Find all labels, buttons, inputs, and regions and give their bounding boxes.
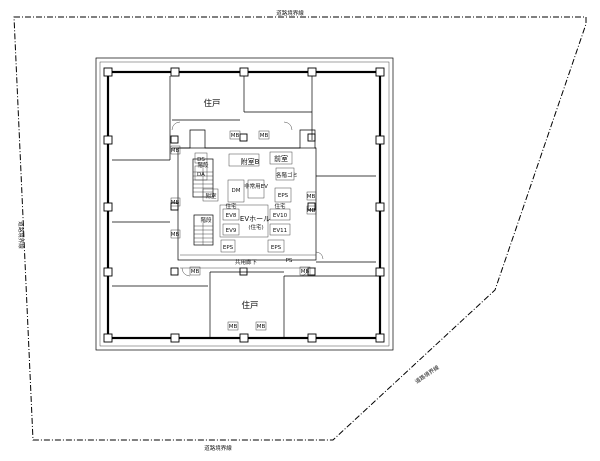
- column: [170, 135, 179, 144]
- column: [375, 267, 385, 277]
- ev-low-label: 住宅: [274, 202, 286, 210]
- boundary-label-bottom: 道路境界線: [204, 444, 232, 452]
- stair-top-label: 階段: [197, 161, 209, 169]
- meter-box-label: MB: [301, 269, 310, 275]
- garbage-room-label: 各階ゴミ: [276, 171, 298, 179]
- ds-label: DS: [197, 157, 205, 163]
- column: [375, 67, 385, 77]
- ps-label: PS: [286, 258, 293, 264]
- column: [375, 202, 385, 212]
- meter-box-label: MB: [231, 133, 240, 139]
- eps-c-label: EPS: [271, 245, 282, 251]
- eps-b-label: EPS: [223, 245, 234, 251]
- eps-a-label: EPS: [278, 193, 289, 199]
- column: [307, 133, 316, 142]
- column: [170, 67, 180, 77]
- column: [103, 333, 113, 343]
- unit-label-bottom: 住戸: [241, 300, 258, 311]
- boundary-label-top: 道路境界線: [276, 9, 304, 17]
- anteroom-label: 前室: [274, 154, 288, 163]
- meter-box-label: MB: [257, 324, 266, 330]
- meter-boxes: MB MB MB MB MB MB MB MB MB MB MB: [171, 130, 317, 331]
- da-label: DA: [197, 172, 205, 178]
- stair-bottom: 階段: [193, 214, 214, 246]
- annex-a-label: 附室: [205, 192, 217, 200]
- ev11-label: EV11: [273, 228, 287, 234]
- common-corridor-label: 共用廊下: [235, 258, 258, 266]
- meter-box-label: MB: [307, 208, 316, 214]
- annex-b-label: 附室B: [241, 157, 260, 166]
- column: [103, 67, 113, 77]
- service-ev-label: 非常用EV: [244, 182, 268, 190]
- core: 共用廊下: [172, 129, 317, 269]
- columns: [103, 67, 385, 343]
- column: [307, 333, 317, 343]
- boundary-label-left: 道路境界線: [17, 221, 25, 249]
- site-boundary: [13, 16, 587, 441]
- column: [103, 267, 113, 277]
- stair-bottom-label: 階段: [200, 216, 212, 224]
- ev-high-label: 住宅: [225, 202, 237, 210]
- core-rooms: [194, 151, 295, 253]
- column: [239, 333, 249, 343]
- column: [239, 67, 249, 77]
- ev10-label: EV10: [273, 213, 288, 219]
- ev-hall-label: EVホール: [240, 215, 270, 223]
- building-outline-inner: [99, 61, 390, 347]
- column: [170, 267, 179, 276]
- column: [307, 202, 316, 211]
- column: [375, 333, 385, 343]
- unit-partitions: [112, 76, 376, 338]
- building-outline-outer: [95, 57, 394, 351]
- meter-box-label: MB: [171, 148, 180, 154]
- column: [239, 267, 248, 276]
- core-labels: 附室B 前室 各階ゴミ 非常用EV EPS 附室 EVホール (住宅) EV8 …: [197, 154, 298, 264]
- meter-box-label: MB: [171, 232, 180, 238]
- ev-hall-sub-label: (住宅): [248, 223, 263, 231]
- meter-box-label: MB: [307, 194, 316, 200]
- unit-label-top: 住戸: [203, 98, 220, 109]
- column: [170, 333, 180, 343]
- column: [239, 133, 248, 142]
- ev9-label: EV9: [226, 228, 237, 234]
- meter-box-label: MB: [171, 200, 180, 206]
- dm-label: DM: [232, 188, 241, 194]
- meter-box-label: MB: [229, 324, 238, 330]
- column: [307, 67, 317, 77]
- column: [375, 135, 385, 145]
- meter-box-label: MB: [191, 269, 200, 275]
- door-swings: [171, 121, 324, 277]
- ev8-label: EV8: [226, 213, 237, 219]
- boundary-label-right: 道路境界線: [413, 363, 441, 385]
- column: [103, 202, 113, 212]
- column: [103, 135, 113, 145]
- meter-box-label: MB: [260, 133, 269, 139]
